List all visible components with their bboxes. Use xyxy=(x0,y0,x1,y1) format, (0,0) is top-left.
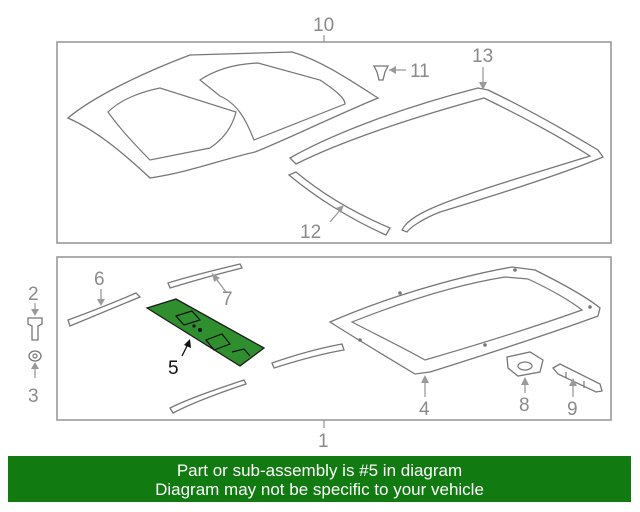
roof-seal-13 xyxy=(288,87,605,233)
lower-group-box xyxy=(56,256,612,421)
callout-12: 12 xyxy=(300,222,321,243)
callout-13: 13 xyxy=(472,46,493,67)
roof-panel xyxy=(66,51,380,179)
callout-8: 8 xyxy=(519,395,530,416)
nut-3 xyxy=(28,350,42,362)
upper-group-box xyxy=(56,41,612,244)
callout-7: 7 xyxy=(222,289,233,310)
clip-11 xyxy=(372,65,406,81)
bolt-2 xyxy=(27,317,43,341)
banner-line-2: Diagram may not be specific to your vehi… xyxy=(155,480,484,499)
trim-strip-7 xyxy=(167,263,243,289)
guide-rail-6 xyxy=(67,292,142,327)
callout-9: 9 xyxy=(567,399,578,420)
callout-5: 5 xyxy=(168,358,179,379)
callout-6: 6 xyxy=(94,269,105,290)
callout-10: 10 xyxy=(313,15,334,36)
sunshade-panel-5[interactable] xyxy=(145,298,266,367)
front-trim-strip xyxy=(271,343,345,369)
callout-4: 4 xyxy=(419,399,430,420)
callout-1: 1 xyxy=(318,431,329,452)
sunroof-frame-4 xyxy=(328,266,601,375)
info-banner: Part or sub-assembly is #5 in diagram Di… xyxy=(8,456,631,502)
callout-3: 3 xyxy=(28,386,39,407)
motor-8 xyxy=(506,351,544,377)
lower-trim-strip xyxy=(169,379,247,414)
bracket-9 xyxy=(552,363,603,393)
callout-11: 11 xyxy=(410,61,430,82)
callout-2: 2 xyxy=(28,284,39,305)
banner-line-1: Part or sub-assembly is #5 in diagram xyxy=(176,461,463,480)
weatherstrip-12 xyxy=(287,171,391,236)
